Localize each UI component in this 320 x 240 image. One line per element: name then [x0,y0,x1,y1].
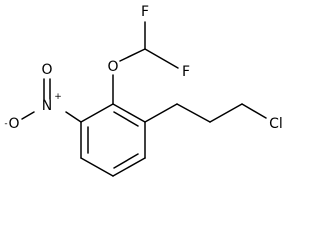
bond-ring-c1-c2 [112,103,146,123]
atom-label-o-ether: O [107,59,118,75]
bond-ring-c4-c5 [80,157,114,177]
bond-ring-c3-c4 [112,157,146,177]
bond-o-ether-chf2 [119,48,146,62]
bond-chain-c1-c2 [176,103,211,123]
bond-chain-c3-cl [241,103,267,119]
atom-label-f-top: F [141,4,149,20]
charge-o-minus: - [4,119,7,129]
bond-chf2-f-right [144,48,179,69]
atom-label-o-nitro-left: O [8,116,19,132]
charge-n-plus: + [54,92,62,102]
atom-label-cl: Cl [269,116,283,132]
bond-ring-chain-c1 [144,103,178,123]
atom-label-f-right: F [182,64,190,80]
atom-label-n-nitro: N [42,98,52,114]
benzene-ring [80,103,146,177]
atom-label-o-nitro-top: O [41,62,52,78]
bond-ring-double-c3-c4 [113,153,139,169]
bond-ring-c6-c1 [80,103,114,123]
bond-ring-double-c1-c2 [113,111,139,127]
bond-chain-c2-c3 [209,103,243,123]
bond-n-o-left [21,111,35,120]
bond-ring-n-nitro [65,111,82,123]
molecule-structure: F F O N + O O - Cl [4,4,283,177]
